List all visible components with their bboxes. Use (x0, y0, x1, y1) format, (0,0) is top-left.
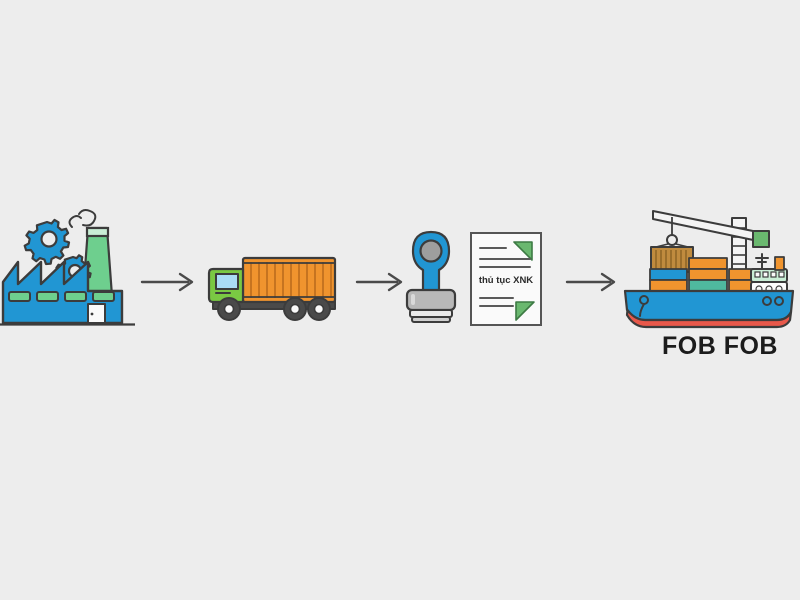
fob-caption: FOB FOB (662, 332, 778, 360)
document-body-text: thủ tục XNK (479, 275, 533, 286)
arrow-right-icon-2 (355, 270, 407, 299)
cargo-ship-icon (623, 210, 795, 329)
customs-document-icon: thủ tục XNK (470, 232, 542, 326)
customs-stamp-icon (405, 230, 457, 323)
factory-icon (0, 209, 137, 326)
arrow-right-icon-1 (140, 270, 198, 299)
stage-factory (0, 205, 137, 335)
stage-cargo-ship (615, 200, 800, 340)
stage-customs-document: thủ tục XNK (468, 230, 544, 333)
arrow-right-icon-3 (565, 270, 620, 299)
stage-customs-stamp (400, 228, 462, 333)
truck-icon (207, 256, 337, 321)
stage-truck (205, 245, 340, 335)
